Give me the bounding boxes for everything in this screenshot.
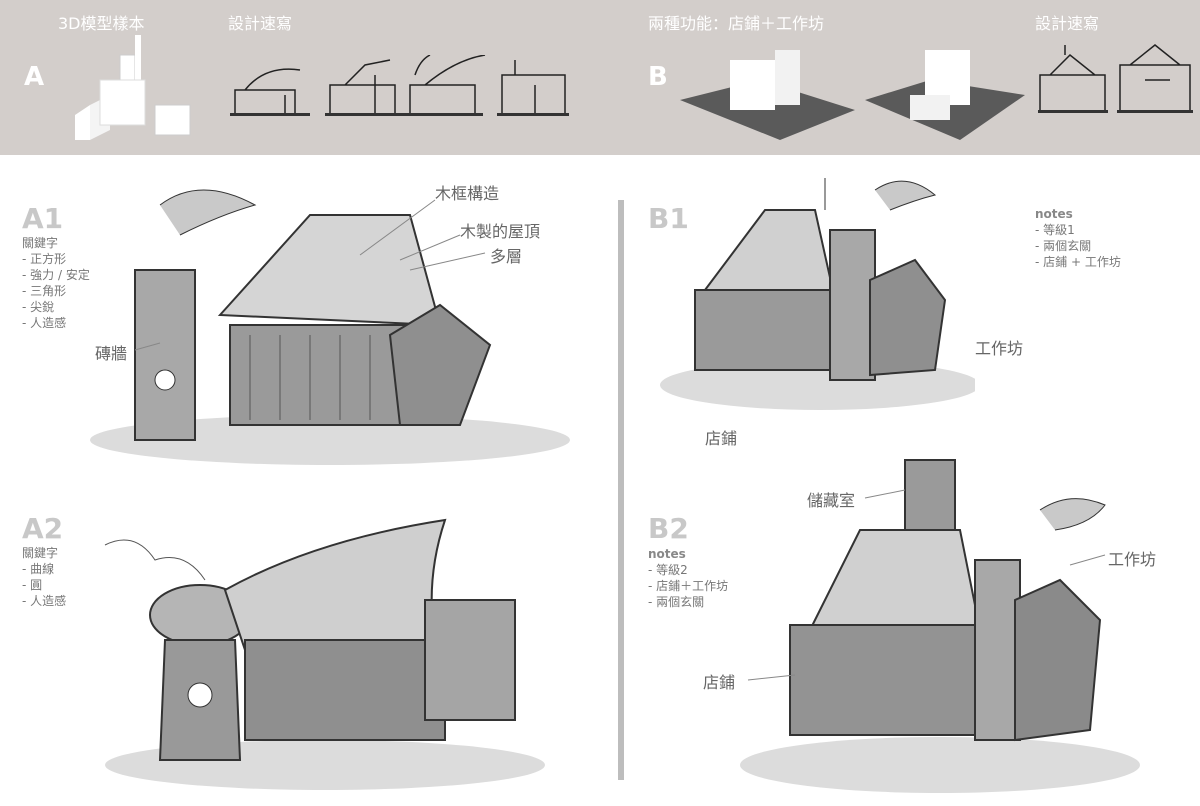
keyword: - 強力 / 安定 <box>22 268 90 282</box>
annotation-multi-layer: 多層 <box>490 247 523 266</box>
b2-title: B2 <box>648 512 689 545</box>
b2-annotation-storage: 儲藏室 <box>807 491 856 510</box>
keyword: - 人造感 <box>22 594 67 608</box>
b2-annotation-workshop: 工作坊 <box>1108 550 1157 569</box>
annotation-wood-roof: 木製的屋頂 <box>460 222 541 241</box>
b1-annotation-workshop: 工作坊 <box>975 339 1024 358</box>
notes-heading: notes <box>1035 207 1073 221</box>
b1-notes: notes - 等級1 - 兩個玄關 - 店鋪 + 工作坊 <box>1035 206 1121 270</box>
note: - 店鋪＋工作坊 <box>648 579 729 593</box>
a1-keywords: 關鍵字 - 正方形 - 強力 / 安定 - 三角形 - 尖銳 - 人造感 <box>22 235 90 331</box>
model-sample-label: 3D模型樣本 <box>58 14 145 33</box>
reference-band <box>0 0 1200 155</box>
section-b-letter: B <box>648 62 668 92</box>
b2-annotation-shop: 店鋪 <box>703 673 736 692</box>
keyword: - 三角形 <box>22 284 67 298</box>
note: - 兩個玄關 <box>1035 239 1092 253</box>
section-divider <box>618 200 624 780</box>
block-models-b <box>680 50 1025 140</box>
a2-title: A2 <box>22 512 64 545</box>
sketch-label-a: 設計速寫 <box>228 14 293 33</box>
note: - 店鋪 + 工作坊 <box>1035 255 1121 269</box>
keyword: - 尖銳 <box>22 300 55 314</box>
sketch-thumbnails-b <box>1038 44 1193 113</box>
section-a-letter: A <box>24 62 45 92</box>
block-model-a <box>75 35 191 140</box>
a1-house-illustration <box>90 189 570 465</box>
b2-notes: notes - 等級2 - 店鋪＋工作坊 - 兩個玄關 <box>648 546 728 610</box>
keyword: - 人造感 <box>22 316 67 330</box>
sketch-thumbnails-a <box>230 55 569 116</box>
annotation-brick-wall: 磚牆 <box>95 344 128 363</box>
keywords-heading: 關鍵字 <box>22 546 59 560</box>
note: - 等級2 <box>648 563 688 577</box>
b1-title: B1 <box>648 202 689 235</box>
a2-house-illustration <box>104 518 545 790</box>
a1-title: A1 <box>22 202 64 235</box>
note: - 等級1 <box>1035 223 1075 237</box>
notes-heading: notes <box>648 547 686 561</box>
a2-keywords: 關鍵字 - 曲線 - 圓 - 人造感 <box>22 545 66 609</box>
dual-function-label: 兩種功能：店鋪＋工作坊 <box>648 14 825 33</box>
keyword: - 正方形 <box>22 252 67 266</box>
annotation-timber-frame: 木框構造 <box>435 184 500 203</box>
keyword: - 圓 <box>22 578 43 592</box>
note: - 兩個玄關 <box>648 595 705 609</box>
sketch-label-b: 設計速寫 <box>1035 14 1100 33</box>
keyword: - 曲線 <box>22 562 55 576</box>
b2-house-illustration <box>740 459 1140 793</box>
b1-house-illustration <box>660 178 975 410</box>
b1-annotation-shop: 店鋪 <box>705 429 738 448</box>
keywords-heading: 關鍵字 <box>22 236 59 250</box>
